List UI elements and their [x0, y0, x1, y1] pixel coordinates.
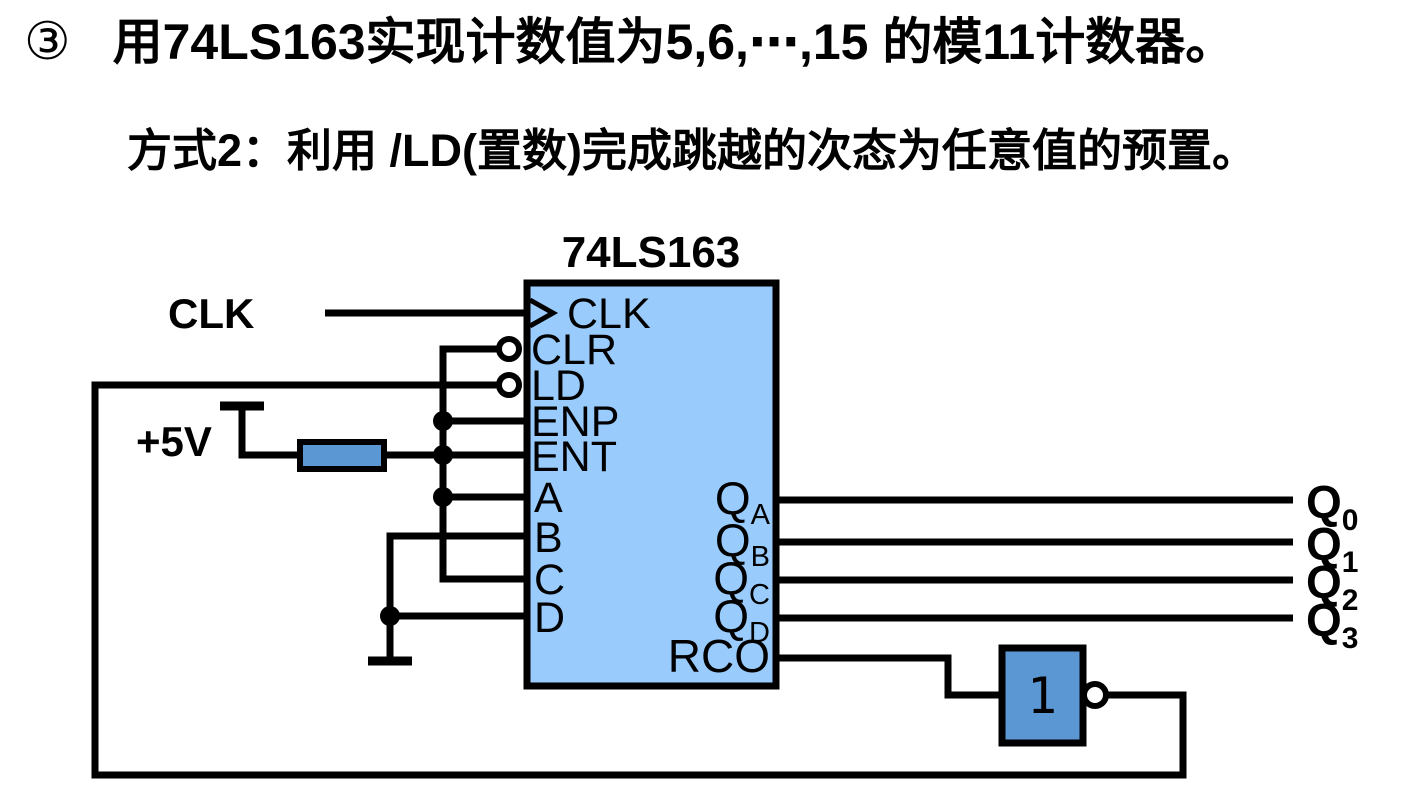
- wire-rco: [776, 654, 1002, 699]
- junction-ent: [433, 445, 453, 465]
- wire-vcc: [238, 403, 300, 459]
- page-title: 用74LS163实现计数值为5,6,⋯,15 的模11计数器。: [112, 14, 1236, 70]
- pin-label-clk: CLK: [567, 290, 651, 338]
- pin-label-b: B: [534, 514, 563, 562]
- pin-label-qc: QC: [713, 552, 770, 611]
- ld-bubble-icon: [496, 372, 522, 398]
- inverter-bubble-icon: [1081, 681, 1109, 709]
- pin-label-c: C: [534, 556, 565, 604]
- pin-label-d: D: [534, 594, 565, 642]
- clk-input-label: CLK: [168, 290, 254, 337]
- pin-label-clr: CLR: [531, 326, 617, 374]
- chip-74ls163-body: [523, 279, 780, 690]
- pin-label-qd: QD: [713, 590, 770, 649]
- output-label-q0: Q0: [1306, 476, 1358, 537]
- chip-title: 74LS163: [562, 228, 741, 277]
- junction-d: [380, 606, 400, 626]
- output-label-q2: Q2: [1306, 556, 1358, 617]
- junction-enp: [433, 411, 453, 431]
- subtitle: 方式2：利用 /LD(置数)完成跳越的次态为任意值的预置。: [127, 125, 1257, 176]
- item-number: ③: [24, 13, 71, 71]
- output-label-q1: Q1: [1306, 518, 1358, 579]
- wire-ld-feedback: [91, 381, 1187, 779]
- inverter-gate-body: [998, 644, 1087, 747]
- wire-ground-bus: [386, 532, 527, 660]
- pin-label-rco: RCO: [668, 630, 770, 682]
- pin-label-ent: ENT: [531, 433, 617, 481]
- title-line1-row: ③ 用74LS163实现计数值为5,6,⋯,15 的模11计数器。: [24, 13, 1236, 72]
- clr-bubble-icon: [496, 336, 522, 362]
- pin-label-a: A: [534, 474, 563, 522]
- junction-a: [433, 487, 453, 507]
- clock-edge-triangle-icon: [528, 297, 559, 329]
- pin-label-qa: QA: [715, 472, 771, 531]
- pin-label-qb: QB: [715, 514, 770, 573]
- pin-label-ld: LD: [531, 362, 586, 410]
- inverter-gate-label: 1: [1027, 667, 1057, 725]
- pin-label-enp: ENP: [531, 398, 619, 446]
- pullup-resistor: [297, 439, 387, 472]
- vcc-label: +5V: [136, 418, 212, 465]
- output-label-q3: Q3: [1306, 594, 1358, 655]
